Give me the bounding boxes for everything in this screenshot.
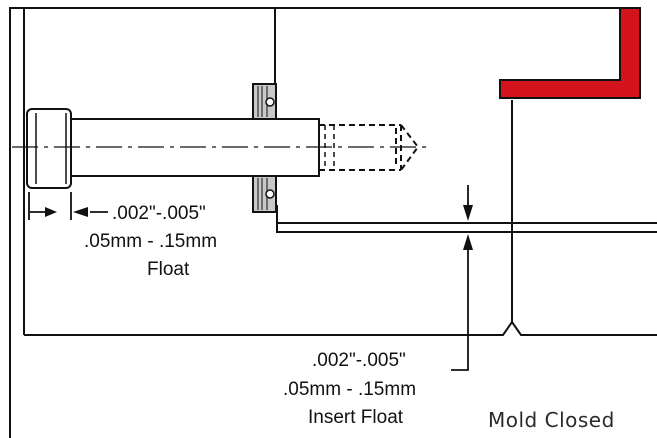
shoulder-bolt (26, 108, 420, 189)
mold-state-label: Mold Closed (488, 408, 615, 432)
labels: .002"-.005" .05mm - .15mm Float .002"-.0… (84, 203, 615, 432)
bolt-head (26, 108, 72, 189)
bolt-thread-hidden (319, 124, 420, 171)
bolt-head-hex-lines (35, 113, 67, 184)
red-insert-component (499, 7, 641, 99)
insert-float-leader (451, 248, 469, 371)
outer-frame (9, 7, 640, 438)
insert-float-arrow-bottom (463, 234, 473, 250)
insert-float-mm-label: .05mm - .15mm (283, 379, 416, 400)
bolt-float-inch-label: .002"-.005" (112, 203, 206, 224)
insert-pocket-edge-lower (276, 205, 657, 233)
washer-upper-detail (265, 97, 275, 107)
insert-float-dimension (451, 185, 473, 371)
mold-plate-outlines (9, 7, 657, 438)
washer-lower-detail (265, 189, 275, 199)
bolt-float-mm-label: .05mm - .15mm (84, 231, 217, 252)
insert-float-arrow-top (463, 205, 473, 221)
washer-upper (252, 83, 277, 120)
bolt-float-arrow-right (73, 207, 88, 217)
bolt-float-arrow-left (45, 207, 57, 217)
lower-plate-edge (24, 320, 657, 336)
red-insert (499, 7, 641, 99)
washer-stack (252, 83, 277, 213)
washer-lower (252, 175, 277, 213)
insert-float-name-label: Insert Float (308, 407, 404, 428)
bolt-float-name-label: Float (147, 259, 190, 280)
insert-float-inch-label: .002"-.005" (312, 350, 406, 371)
bolt-float-dimension (28, 192, 108, 220)
bolt-float-extension-lines (28, 192, 72, 220)
